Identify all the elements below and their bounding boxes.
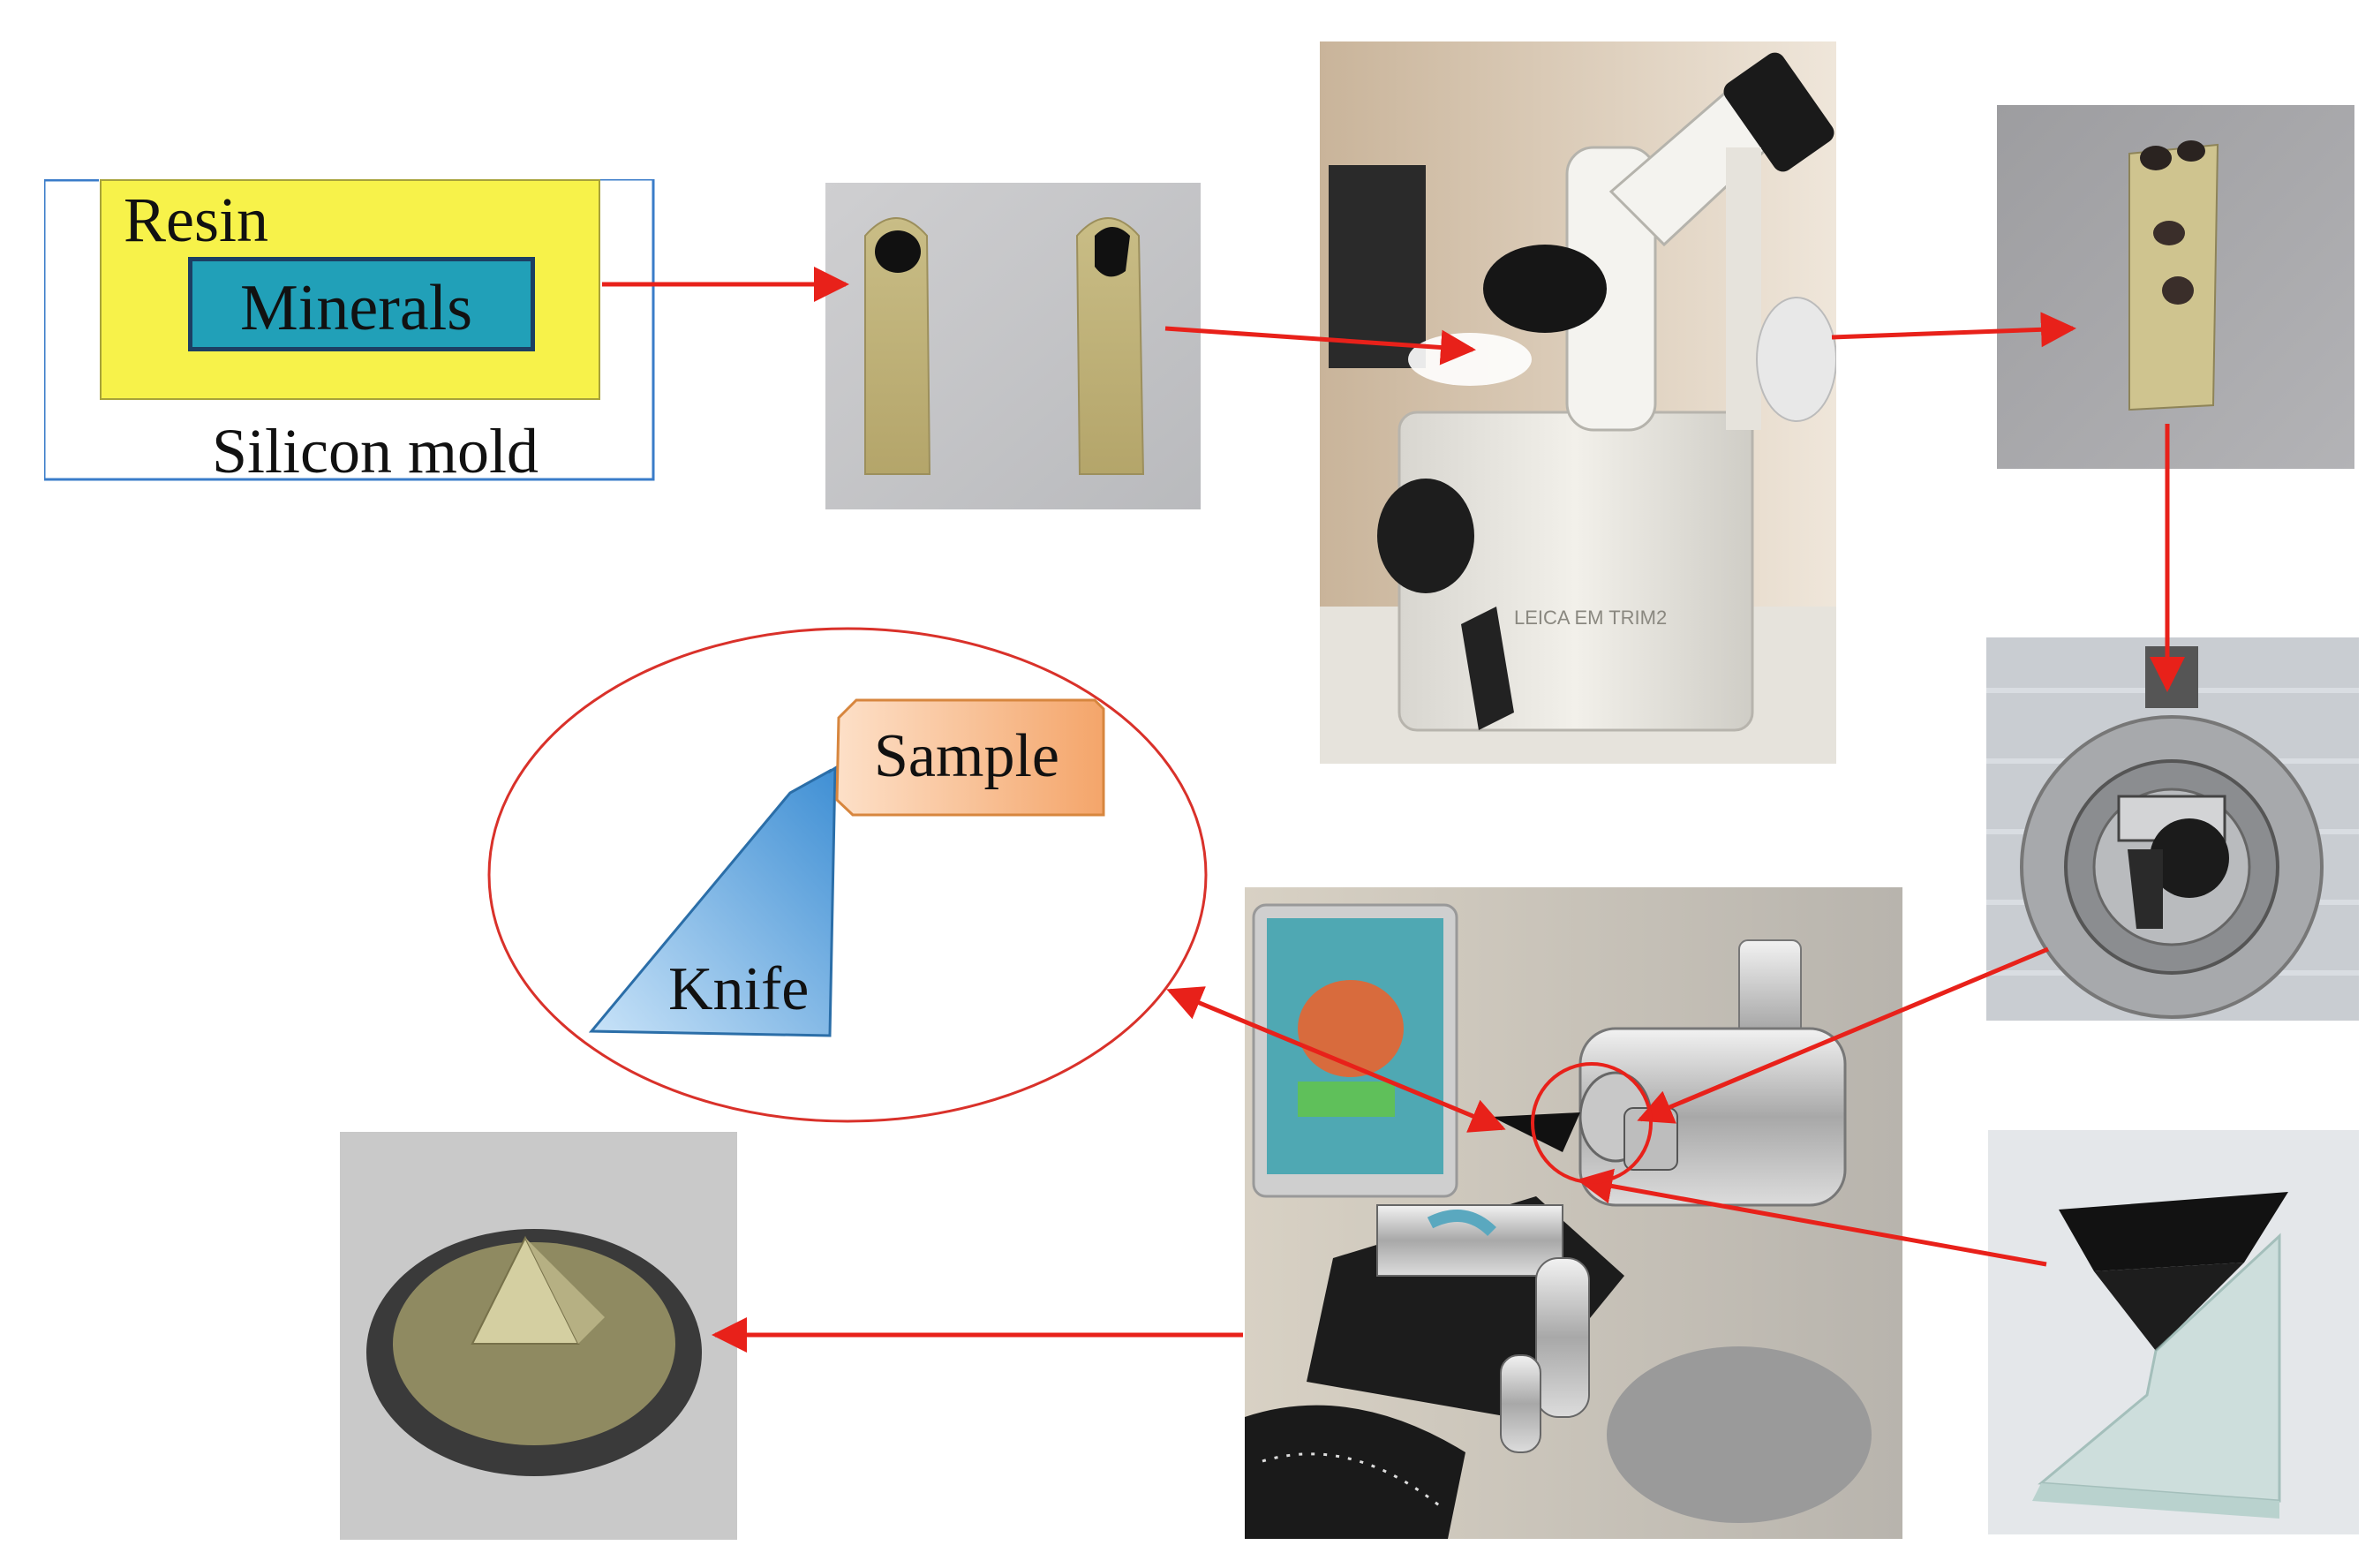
inset-ellipse xyxy=(487,627,1208,1123)
glass-knife-photo xyxy=(1988,1130,2359,1534)
mold-diagram xyxy=(44,179,655,481)
specimen-holder-photo xyxy=(1986,637,2359,1021)
silicon-mold-label: Silicon mold xyxy=(212,416,539,486)
inset-diagram xyxy=(486,625,1211,1127)
sample-label: Sample xyxy=(874,722,1059,790)
knife-shape xyxy=(588,765,837,1037)
sample-stub-photo xyxy=(340,1132,737,1540)
resin-label: Resin xyxy=(124,185,269,255)
knife-label: Knife xyxy=(668,955,810,1023)
resin-blocks-photo xyxy=(825,183,1201,509)
trimmer-microscope-photo: LEICA EM TRIM2 xyxy=(1320,41,1836,764)
trimmed-block-photo xyxy=(1997,105,2354,469)
sample-shape xyxy=(835,698,1105,817)
silicon-mold-outline xyxy=(44,179,655,481)
minerals-box xyxy=(188,257,535,351)
minerals-label: Minerals xyxy=(240,272,473,344)
trimmer-brand-text: LEICA EM TRIM2 xyxy=(1514,607,1667,629)
ultramicrotome-photo xyxy=(1245,887,1902,1539)
